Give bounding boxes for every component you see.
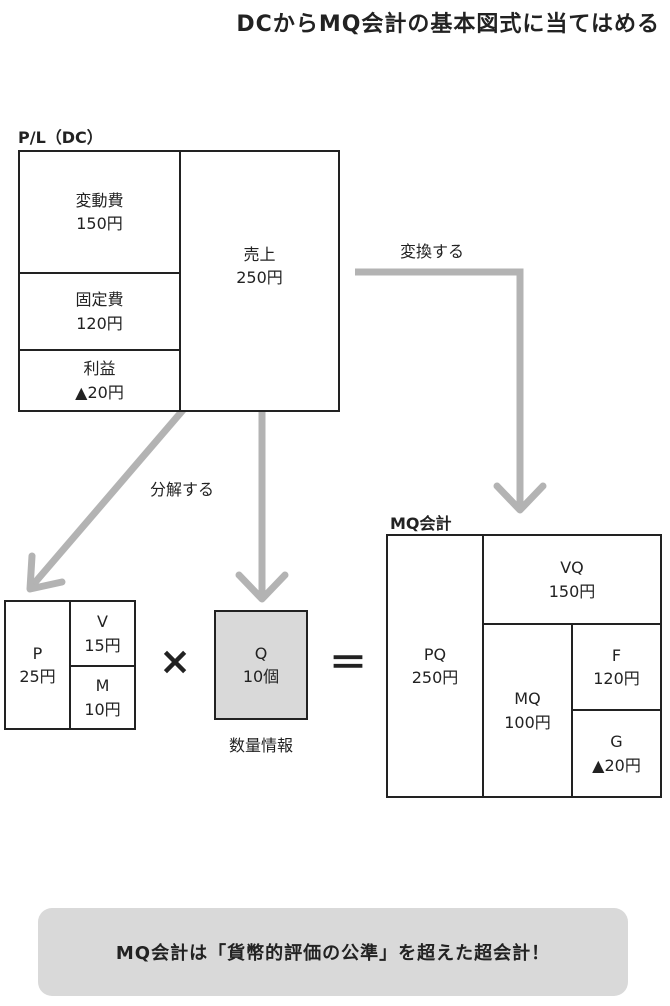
- fixed-cost-value: 120円: [76, 313, 123, 333]
- g-cell: G ▲20円: [573, 711, 660, 796]
- decompose-arrow-to-q-head: [235, 571, 289, 603]
- pq-cell: PQ 250円: [388, 536, 482, 796]
- p-label: P: [32, 643, 43, 663]
- q-label: Q: [254, 643, 268, 663]
- convert-arrow: [355, 268, 524, 508]
- profit-value: ▲20円: [75, 382, 124, 402]
- q-value: 10個: [242, 667, 280, 686]
- p-cell: P 25円: [6, 602, 69, 728]
- price-box: P 25円 V 15円 M 10円: [4, 600, 136, 730]
- g-label: G: [610, 732, 623, 752]
- mq-box: PQ 250円 VQ 150円 MQ 100円 F 120円 G ▲20円: [386, 534, 662, 798]
- convert-arrow-head: [493, 482, 547, 514]
- q-cell: Q 10個: [216, 612, 306, 718]
- v-cell: V 15円: [71, 602, 134, 665]
- sales-label: 売上: [243, 244, 276, 264]
- pl-divider-2: [20, 349, 179, 351]
- v-label: V: [97, 612, 108, 632]
- mq-cell: MQ 100円: [484, 625, 571, 796]
- mq-divider-fg: [571, 709, 660, 711]
- pq-label: PQ: [423, 644, 447, 664]
- variable-cost-label: 変動費: [75, 190, 124, 210]
- profit-label: 利益: [83, 359, 116, 379]
- convert-label: 変換する: [400, 242, 465, 261]
- mq-value: 100円: [504, 712, 551, 732]
- sales-cell: 売上 250円: [181, 236, 338, 296]
- page-title: DCからMQ会計の基本図式に当てはめる: [236, 12, 660, 37]
- quantity-box: Q 10個: [214, 610, 308, 720]
- m-cell: M 10円: [71, 667, 134, 728]
- mq-label: MQ: [514, 689, 541, 709]
- equals-sign: ＝: [328, 641, 367, 685]
- v-value: 15円: [84, 635, 121, 655]
- mq-divider-pq: [482, 536, 484, 796]
- pl-divider-vertical: [179, 152, 181, 410]
- mq-heading: MQ会計: [390, 514, 452, 533]
- profit-cell: 利益 ▲20円: [20, 351, 179, 410]
- m-value: 10円: [84, 699, 121, 719]
- vq-value: 150円: [548, 581, 596, 601]
- vq-cell: VQ 150円: [484, 536, 660, 623]
- quantity-caption: 数量情報: [228, 736, 293, 755]
- m-label: M: [95, 676, 110, 696]
- f-value: 120円: [593, 669, 640, 688]
- fixed-cost-label: 固定費: [75, 290, 124, 310]
- variable-cost-cell: 変動費 150円: [20, 152, 179, 272]
- f-label: F: [611, 645, 622, 665]
- g-value: ▲20円: [592, 755, 641, 775]
- variable-cost-value: 150円: [76, 214, 123, 233]
- pq-value: 250円: [411, 668, 459, 687]
- multiply-sign: ×: [159, 639, 191, 683]
- sales-value: 250円: [236, 268, 283, 287]
- f-cell: F 120円: [573, 625, 660, 709]
- decompose-arrow-to-p-head: [26, 552, 66, 593]
- decompose-label: 分解する: [150, 480, 215, 499]
- pl-box: 変動費 150円 固定費 120円 利益 ▲20円 売上 250円: [18, 150, 340, 412]
- price-divider-horizontal: [69, 665, 134, 667]
- pl-divider-1: [20, 272, 179, 274]
- p-value: 25円: [19, 667, 56, 686]
- summary-banner: MQ会計は「貨幣的評価の公準」を超えた超会計！: [38, 908, 628, 996]
- vq-label: VQ: [560, 558, 584, 578]
- pl-heading: P/L（DC）: [18, 128, 103, 147]
- fixed-cost-cell: 固定費 120円: [20, 274, 179, 349]
